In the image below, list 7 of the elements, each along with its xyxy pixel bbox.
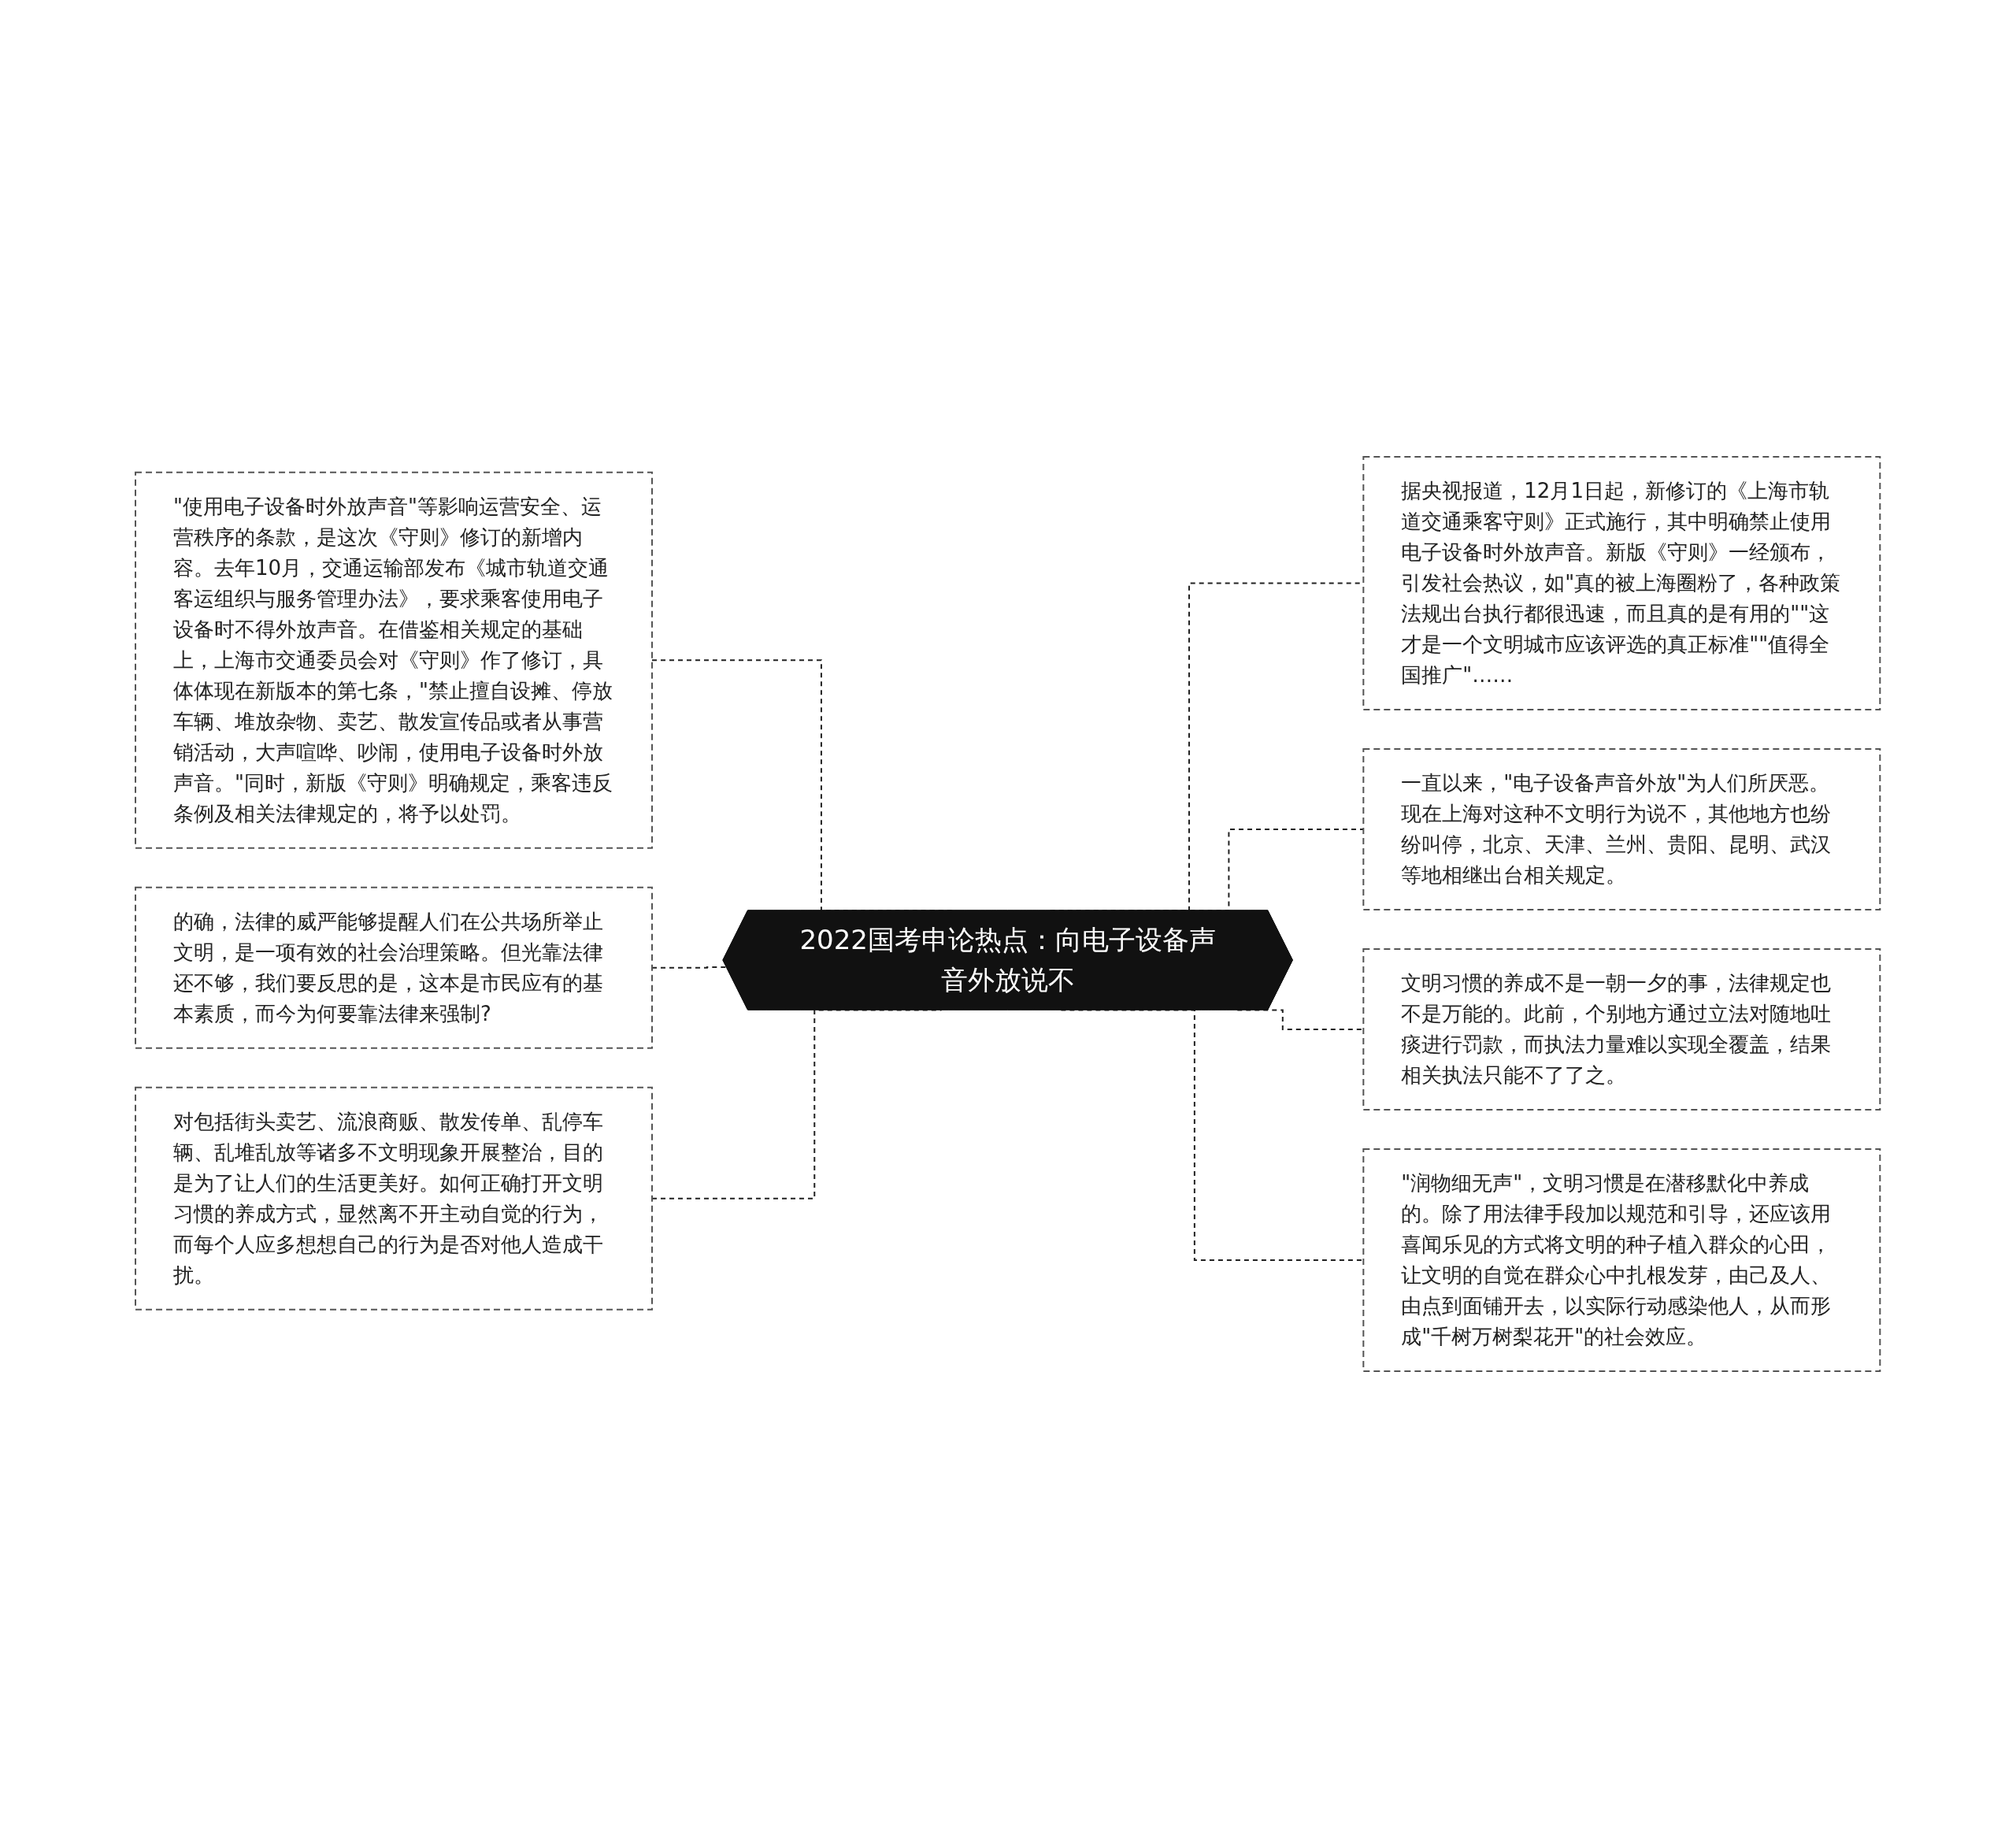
node-box: 据央视报道，12月1日起，新修订的《上海市轨道交通乘客守则》正式施行，其中明确禁止使用电子设备时外放声音。新版《守则》一经颁布，引发社会热议，如"真的被上海圈粉了，各种政策法规出台执行都很迅速，而且真的是有用的""这才是一个文明城市应该评选的真正标准""值得全国推广"…… <box>1362 456 1881 710</box>
node-box: 对包括街头卖艺、流浪商贩、散发传单、乱停车辆、乱堆乱放等诸多不文明现象开展整治，目的是为了让人们的生活更美好。如何正确打开文明习惯的养成方式，显然离不开主动自觉的行为，而每个人应多想想自己的行为是否对他人造成干扰。 <box>135 1086 654 1311</box>
node-box: "润物细无声"，文明习惯是在潜移默化中养成的。除了用法律手段加以规范和引导，还应该用喜闻乐见的方式将文明的种子植入群众的心田，让文明的自觉在群众心中扎根发芽，由己及人、由点到面铺开去，以实际行动感染他人，从而形成"千树万树梨花开"的社会效应。 <box>1362 1148 1881 1372</box>
node-box: 的确，法律的威严能够提醒人们在公共场所举止文明，是一项有效的社会治理策略。但光靠法律还不够，我们要反思的是，这本是市民应有的基本素质，而今为何要靠法律来强制? <box>135 886 654 1049</box>
node-box: 文明习惯的养成不是一朝一夕的事，法律规定也不是万能的。此前，个别地方通过立法对随地吐痰进行罚款，而执法力量难以实现全覆盖，结果相关执法只能不了了之。 <box>1362 948 1881 1111</box>
node-box: "使用电子设备时外放声音"等影响运营安全、运营秩序的条款，是这次《守则》修订的新增内容。去年10月，交通运输部发布《城市轨道交通客运组织与服务管理办法》，要求乘客使用电子设备时不得外放声音。在借鉴相关规定的基础上，上海市交通委员会对《守则》作了修订，具体体现在新版本的第七条，"禁止擅自设摊、停放车辆、堆放杂物、卖艺、散发宣传品或者从事营销活动，大声喧哗、吵闹，使用电子设备时外放声音。"同时，新版《守则》明确规定，乘客违反条例及相关法律规定的，将予以处罚。 <box>135 471 654 849</box>
node-box: 一直以来，"电子设备声音外放"为人们所厌恶。现在上海对这种不文明行为说不，其他地方也纷纷叫停，北京、天津、兰州、贵阳、昆明、武汉等地相继出台相关规定。 <box>1362 748 1881 910</box>
